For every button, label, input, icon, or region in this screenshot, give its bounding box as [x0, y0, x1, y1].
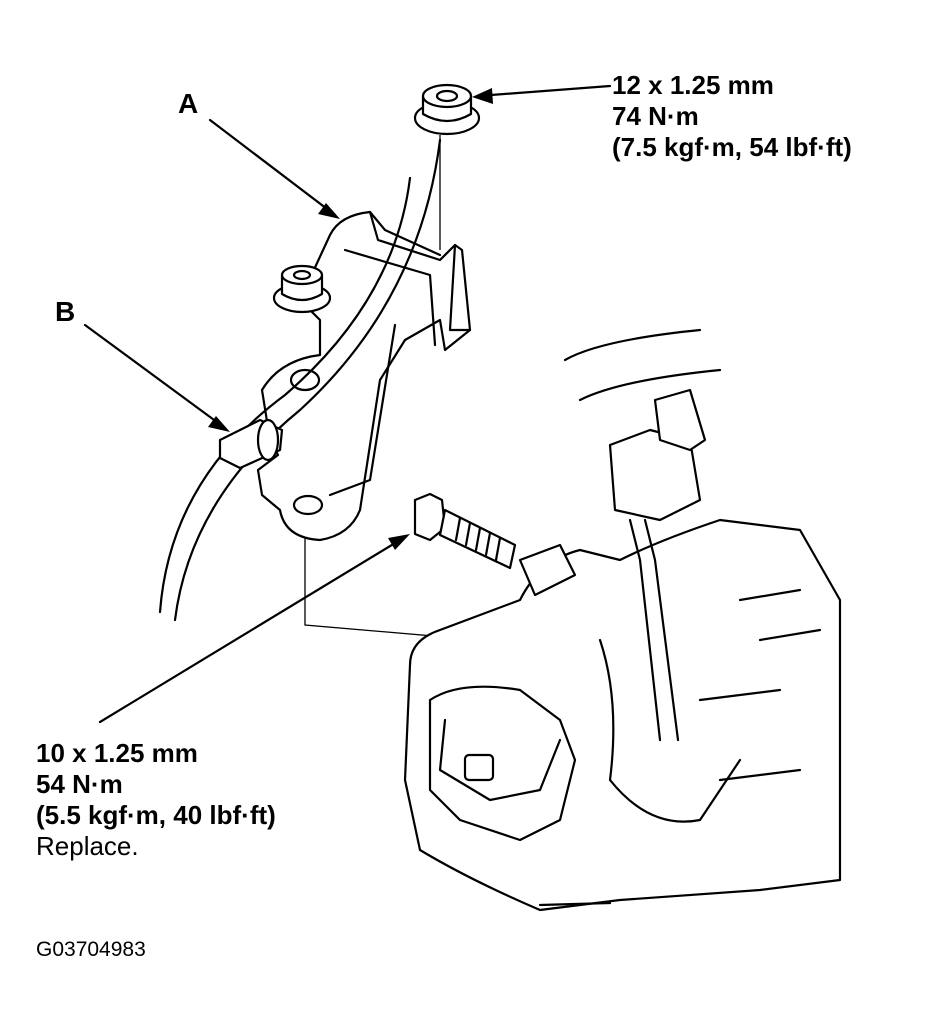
nut-torque-alt: (7.5 kgf·m, 54 lbf·ft): [612, 132, 852, 162]
bolt-size: 10 x 1.25 mm: [36, 738, 198, 768]
arrowhead-nut: [472, 88, 493, 104]
leader-arrow-b: [83, 323, 227, 430]
callout-label-a: A: [178, 88, 199, 119]
bolt-note: Replace.: [36, 831, 139, 861]
bolt-torque-alt: (5.5 kgf·m, 40 lbf·ft): [36, 800, 276, 830]
nut-spec-callout: 12 x 1.25 mm 74 N·m (7.5 kgf·m, 54 lbf·f…: [612, 70, 852, 163]
bolt-spec-callout: 10 x 1.25 mm 54 N·m (5.5 kgf·m, 40 lbf·f…: [36, 738, 276, 862]
arrowhead-bolt: [388, 534, 410, 550]
flange-nut-small-icon: [272, 264, 332, 314]
nut-size: 12 x 1.25 mm: [612, 70, 774, 100]
nut-torque: 74 N·m: [612, 101, 699, 131]
bracket-icon: [256, 210, 472, 542]
cable-clip-icon: [218, 418, 284, 470]
leader-arrow-bolt: [98, 535, 407, 724]
flange-nut-icon: [413, 83, 481, 136]
knuckle-icon: [403, 518, 842, 912]
sensor-connector-icon: [518, 328, 722, 742]
leader-arrow-a: [208, 118, 337, 217]
callout-label-b: B: [55, 296, 76, 327]
figure-code: G03704983: [36, 938, 146, 961]
bolt-torque: 54 N·m: [36, 769, 123, 799]
leader-arrow-nut: [476, 84, 612, 98]
leader-arrows: [83, 84, 612, 724]
sensor-cable-icon: [158, 138, 442, 622]
arrowhead-a: [318, 203, 340, 219]
flange-bolt-icon: [413, 492, 517, 570]
arrowhead-b: [208, 416, 230, 432]
